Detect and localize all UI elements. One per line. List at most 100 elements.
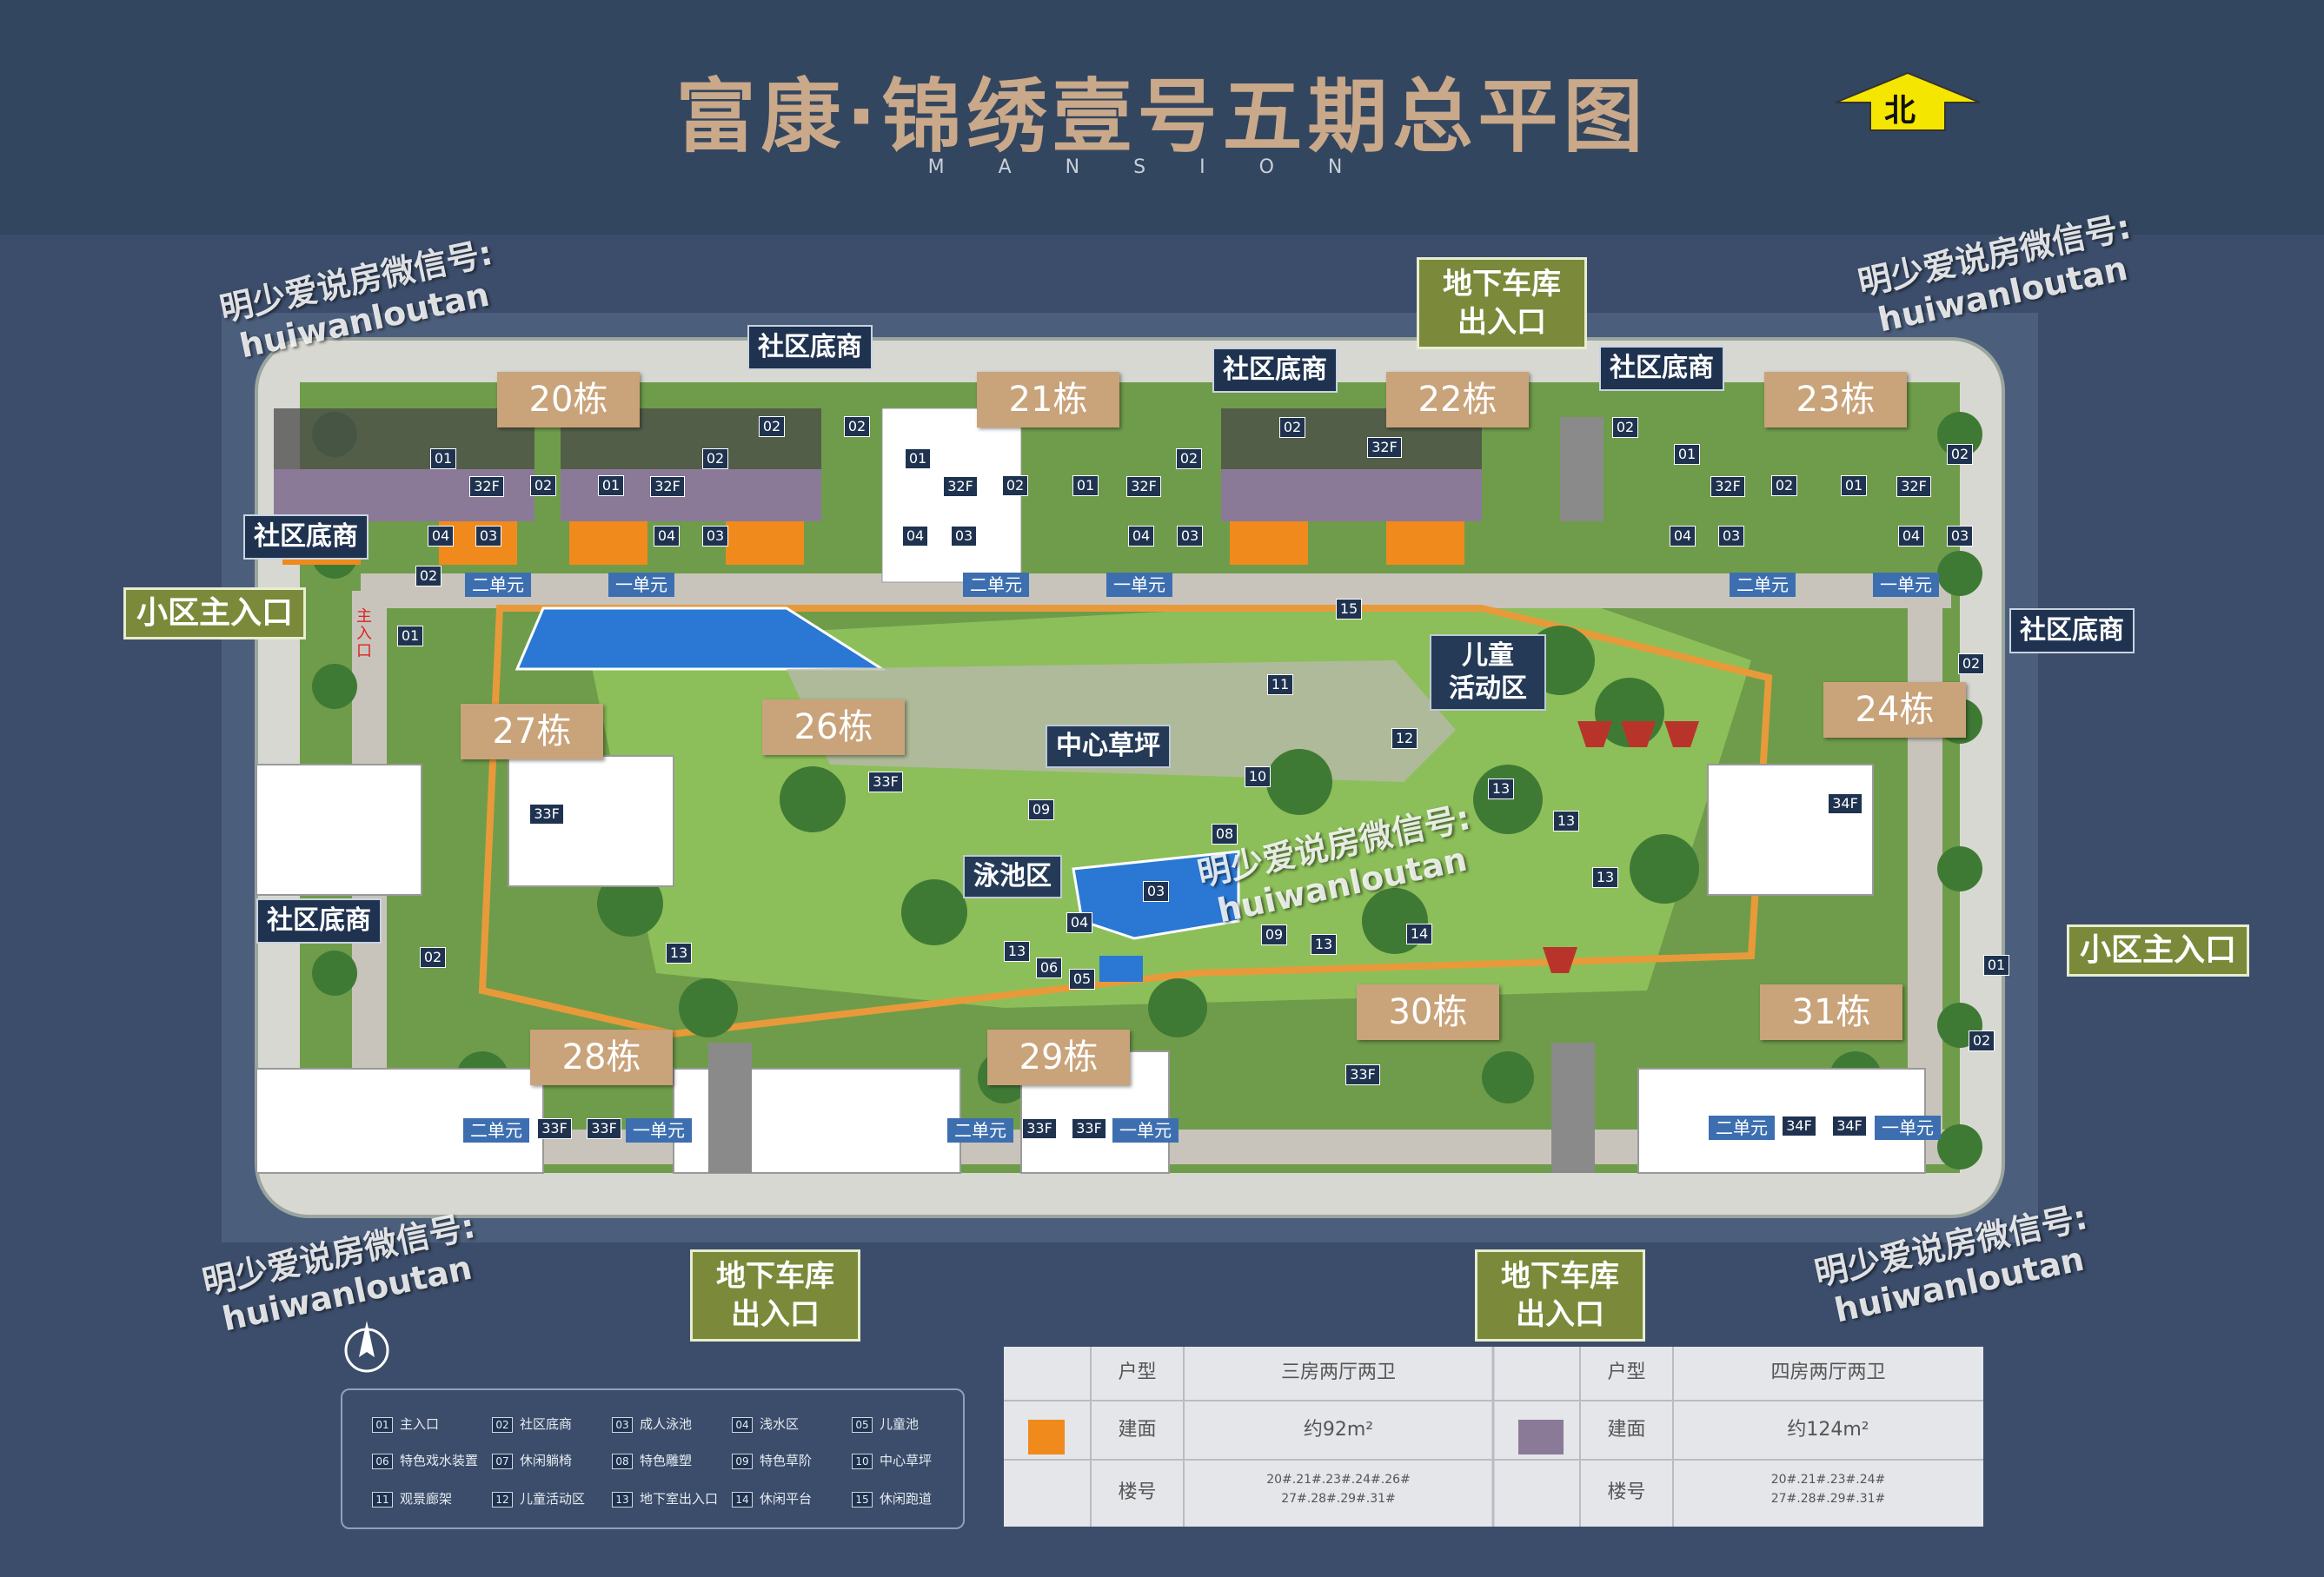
legend-label: 成人泳池: [640, 1416, 693, 1432]
callout-shop-west-2: 社区底商: [256, 898, 382, 944]
building-label-20[interactable]: 20栋: [497, 372, 640, 427]
apt-tag: 03: [951, 526, 977, 547]
building-label-23[interactable]: 23栋: [1764, 372, 1907, 427]
unit-tag-21-two: 二单元: [963, 573, 1029, 597]
four-room-type: 四房两厅两卫: [1770, 1362, 1886, 1383]
unit-tag-20-two: 二单元: [465, 573, 531, 597]
north-label: 北: [1884, 93, 1916, 129]
marker-01: 01: [397, 626, 423, 646]
apt-tag: 03: [1177, 526, 1203, 547]
apt-tag: 04: [1128, 526, 1154, 547]
apt-tag: 03: [475, 526, 501, 547]
building-label-22[interactable]: 22栋: [1386, 372, 1529, 427]
garage-entrance-southeast[interactable]: 地下车库 出入口: [1475, 1249, 1645, 1342]
building-label-21[interactable]: 21栋: [977, 372, 1119, 427]
floor-tag: 32F: [650, 476, 685, 497]
marker-05: 05: [1069, 969, 1095, 990]
apt-tag: 03: [1947, 526, 1973, 547]
unit-tag-23-one: 一单元: [1873, 573, 1939, 597]
four-room-buildings-2: 27#.28#.29#.31#: [1770, 1492, 1886, 1506]
building-label-31[interactable]: 31栋: [1760, 984, 1902, 1040]
legend-label: 儿童活动区: [520, 1491, 586, 1507]
callout-shop-west-1: 社区底商: [243, 514, 369, 560]
floor-tag: 32F: [1367, 437, 1402, 458]
unit-type-table: 户型 建面 楼号 三房两厅两卫 约92m² 20#.21#.23#.24#.26…: [1004, 1347, 1983, 1527]
legend-num: 09: [732, 1454, 753, 1469]
legend-item: 04 浅水区: [732, 1415, 799, 1433]
legend-num: 04: [732, 1417, 753, 1433]
building-label-28[interactable]: 28栋: [530, 1030, 673, 1085]
marker-13: 13: [1311, 934, 1337, 955]
row-label-type: 户型: [1118, 1362, 1157, 1383]
marker-02: 02: [1958, 653, 1984, 674]
floor-tag: 33F: [587, 1118, 621, 1139]
page-subtitle: MANSION: [927, 156, 1397, 178]
garage-label-line2: 出入口: [1516, 1297, 1604, 1332]
garage-entrance-north[interactable]: 地下车库 出入口: [1417, 257, 1587, 349]
marker-13: 13: [1592, 867, 1618, 888]
marker-02: 02: [759, 416, 785, 437]
building-label-27[interactable]: 27栋: [461, 704, 603, 759]
legend-num: 15: [852, 1492, 873, 1507]
marker-14: 14: [1406, 924, 1432, 944]
building-label-29[interactable]: 29栋: [987, 1030, 1130, 1085]
garage-label-line2: 出入口: [731, 1297, 820, 1332]
three-room-area: 约92m²: [1303, 1419, 1374, 1441]
marker-13: 13: [1488, 779, 1514, 799]
marker-02: 02: [844, 416, 870, 437]
garage-label-line2: 出入口: [1457, 305, 1546, 340]
apt-tag: 04: [654, 526, 680, 547]
unit-tag-31-two: 二单元: [1709, 1116, 1775, 1140]
marker-02: 02: [415, 566, 442, 586]
apt-tag: 02: [1771, 475, 1797, 496]
garage-ramp-southeast: [1551, 1043, 1595, 1173]
legend-item: 03 成人泳池: [612, 1415, 692, 1433]
marker-03: 03: [1143, 881, 1169, 902]
legend-num: 13: [612, 1492, 633, 1507]
legend-num: 14: [732, 1492, 753, 1507]
marker-02: 02: [1969, 1030, 1995, 1051]
callout-shop-north-3: 社区底商: [1599, 346, 1724, 391]
unit-tag-31-one: 一单元: [1875, 1116, 1941, 1140]
marker-01: 01: [1983, 955, 2009, 976]
garage-entrance-southwest[interactable]: 地下车库 出入口: [690, 1249, 860, 1342]
main-entrance-west[interactable]: 小区主入口: [123, 587, 307, 639]
floor-tag: 33F: [1072, 1118, 1106, 1139]
legend-label: 休闲躺椅: [520, 1453, 573, 1468]
floor-tag: 32F: [943, 476, 978, 497]
zone-label-pool: 泳池区: [963, 855, 1062, 898]
building-label-24[interactable]: 24栋: [1823, 682, 1966, 738]
row-label-buildings: 楼号: [1607, 1481, 1646, 1503]
apt-tag: 01: [430, 448, 456, 469]
apt-tag: 04: [428, 526, 454, 547]
apt-tag: 01: [1072, 475, 1099, 496]
legend-label: 中心草坪: [880, 1453, 933, 1468]
legend-label: 浅水区: [760, 1416, 800, 1432]
legend-num: 03: [612, 1417, 633, 1433]
legend-label: 特色草阶: [760, 1453, 813, 1468]
site-plan-map: [222, 313, 2038, 1242]
zone-label-kids: 儿童 活动区: [1430, 634, 1546, 711]
legend-num: 01: [372, 1417, 393, 1433]
apt-tag: 03: [702, 526, 728, 547]
marker-10: 10: [1245, 766, 1271, 787]
kids-label-line2: 活动区: [1449, 673, 1527, 704]
callout-shop-north-2: 社区底商: [1212, 348, 1338, 393]
legend-num: 08: [612, 1454, 633, 1469]
legend-label: 休闲平台: [760, 1491, 813, 1507]
apt-tag: 02: [702, 448, 728, 469]
marker-13: 13: [666, 943, 692, 964]
floor-tag: 32F: [1126, 476, 1161, 497]
marker-11: 11: [1267, 674, 1293, 695]
floor-tag: 32F: [1710, 476, 1745, 497]
legend-num: 02: [492, 1417, 513, 1433]
floor-tag: 32F: [469, 476, 504, 497]
building-label-30[interactable]: 30栋: [1357, 984, 1499, 1040]
building-label-26[interactable]: 26栋: [762, 699, 905, 755]
floor-tag: 33F: [1345, 1064, 1380, 1085]
garage-ramp-southwest: [708, 1043, 752, 1173]
main-entrance-east[interactable]: 小区主入口: [2067, 924, 2250, 977]
